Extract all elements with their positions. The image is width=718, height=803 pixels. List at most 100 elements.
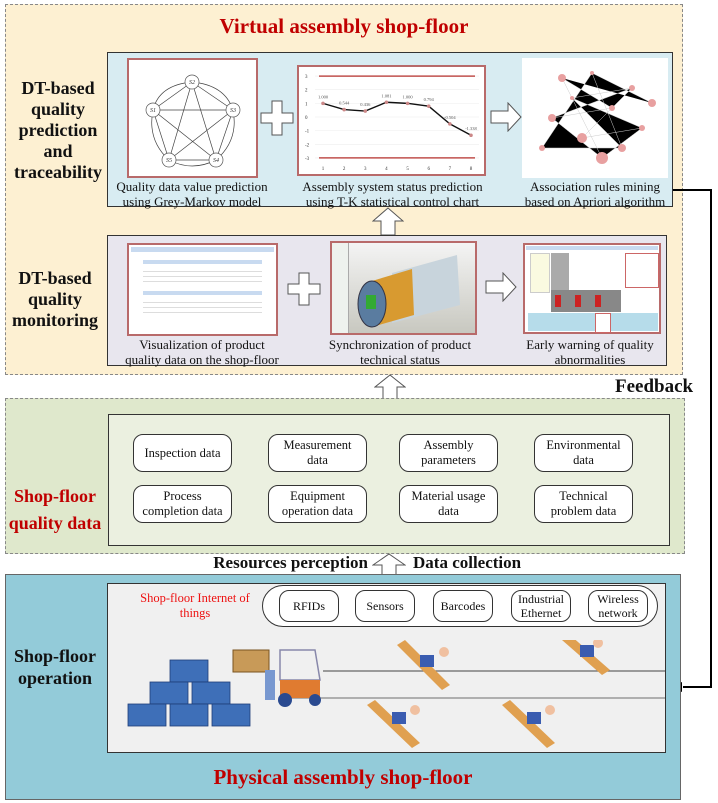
item-line: Technical [559, 489, 608, 503]
operation-label: Shop-floor operation [5, 645, 105, 689]
shopfloor-scene [127, 640, 665, 748]
caption-line: quality data on the shop-floor [125, 352, 279, 367]
item-line: operation data [281, 504, 354, 518]
data-point [426, 104, 431, 108]
item-line: Equipment [290, 489, 345, 503]
iot-label: Shop-floor Internet of things [130, 591, 260, 621]
network-svg [539, 71, 656, 164]
caption-line: based on Apriori algorithm [524, 194, 666, 209]
x-tick-label: 6 [427, 167, 430, 172]
y-tick-label: 0 [305, 116, 308, 121]
label-line: Shop-floor [13, 486, 96, 506]
item-line: Barcodes [440, 599, 486, 613]
data-point [469, 133, 473, 138]
x-tick-label: 1 [322, 167, 325, 172]
chart-svg: 3210-1-2-31.00010.54420.43631.08141.0005… [305, 75, 479, 172]
physical-shopfloor-title: Physical assembly shop-floor [213, 765, 473, 789]
up-arrow-icon [374, 374, 406, 400]
item-line: network [598, 606, 638, 620]
data-label: 1.081 [381, 93, 391, 98]
grey-markov-diagram: S2 S1 S3 S5 S4 [127, 58, 258, 178]
prediction-label: DT-based quality prediction and traceabi… [8, 78, 108, 183]
item-line: Wireless [597, 592, 639, 606]
caption-line: Association rules mining [530, 179, 660, 194]
iot-item: Barcodes [433, 590, 493, 622]
quality-data-item: Inspection data [133, 434, 232, 472]
y-tick-label: -1 [305, 130, 310, 135]
forklift-icon [232, 649, 321, 707]
caption-line: technical status [360, 352, 440, 367]
quality-data-label: Shop-floor quality data [5, 483, 105, 537]
caption-quality-visualization: Visualization of product quality data on… [112, 337, 292, 367]
y-tick-label: 2 [305, 89, 308, 94]
y-tick-label: -3 [305, 157, 310, 162]
iot-item: RFIDs [279, 590, 339, 622]
quality-visualization-screenshot [127, 243, 278, 336]
data-label: -0.504 [444, 115, 456, 120]
caption-apriori: Association rules mining based on Aprior… [515, 179, 675, 209]
label-line: things [179, 606, 211, 620]
y-tick-label: 3 [305, 75, 308, 80]
data-point [384, 100, 389, 105]
item-line: Ethernet [520, 606, 562, 620]
label-line: Shop-floor Internet of [140, 591, 250, 605]
cargo-boxes-icon [127, 659, 251, 727]
item-line: Sensors [366, 599, 404, 613]
x-tick-label: 3 [364, 167, 367, 172]
plus-icon [260, 100, 294, 136]
item-line: Material usage [411, 489, 486, 503]
data-point [448, 122, 452, 126]
state-label: S1 [150, 108, 156, 114]
up-arrow-icon [372, 553, 406, 575]
caption-technical-status: Synchronization of product technical sta… [310, 337, 490, 367]
x-tick-label: 4 [385, 167, 388, 172]
label-line: quality [30, 99, 86, 119]
data-point [405, 101, 410, 106]
right-arrow-icon [485, 272, 517, 302]
x-tick-label: 2 [343, 167, 346, 172]
apriori-network-graph [522, 58, 668, 178]
item-line: completion data [142, 504, 223, 518]
caption-line: using Grey-Markov model [122, 194, 262, 209]
item-line: problem data [550, 504, 617, 518]
state-label: S2 [189, 80, 195, 86]
y-tick-label: -2 [305, 143, 310, 148]
item-line: parameters [421, 453, 476, 467]
item-line: Measurement [283, 438, 352, 452]
data-point [363, 109, 368, 113]
data-label: 1.000 [318, 94, 329, 99]
label-line: and [43, 141, 73, 161]
x-tick-label: 7 [449, 167, 452, 172]
label-line: Shop-floor [13, 646, 96, 666]
item-line: data [307, 453, 328, 467]
caption-line: using T-K statistical control chart [305, 194, 480, 209]
data-point [321, 101, 325, 106]
item-line: Industrial [518, 592, 564, 606]
resources-perception-label: Resources perception [213, 553, 368, 572]
data-point [342, 107, 346, 112]
data-label: 1.000 [403, 94, 414, 99]
assembly-workstation-icon [367, 640, 610, 748]
caption-line: abnormalities [554, 352, 626, 367]
iot-item: Sensors [355, 590, 415, 622]
label-line: monitoring [11, 310, 98, 330]
series-line [322, 101, 472, 136]
state-label: S4 [213, 157, 219, 164]
item-line: Assembly [423, 438, 474, 452]
early-warning-screenshot [523, 243, 661, 334]
caption-line: Synchronization of product [328, 337, 472, 352]
data-label: 0.436 [360, 102, 371, 107]
x-tick-label: 8 [470, 167, 473, 172]
data-label: 0.794 [424, 97, 435, 102]
caption-early-warning: Early warning of quality abnormalities [505, 337, 675, 367]
state-label: S5 [166, 158, 172, 164]
data-label: -1.338 [465, 126, 477, 131]
plus-icon [287, 272, 321, 306]
markov-graph: S2 S1 S3 S5 S4 [145, 74, 241, 168]
